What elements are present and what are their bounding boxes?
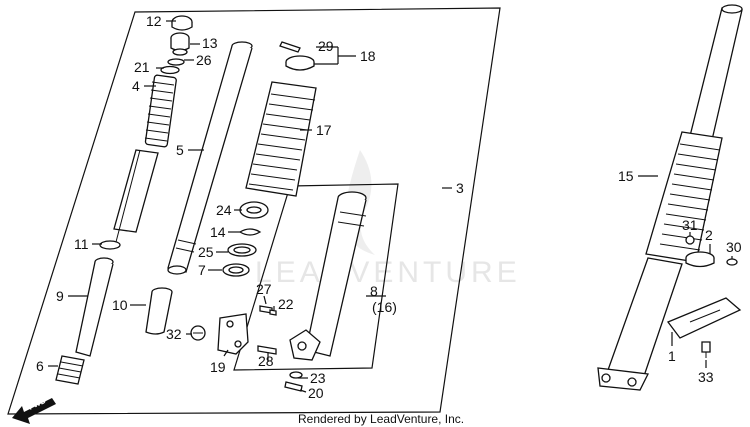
part-21-ring[interactable]	[160, 65, 180, 75]
callout-9: 9	[56, 288, 64, 304]
part-14-clip[interactable]	[238, 228, 262, 236]
leader-lines	[48, 20, 733, 393]
part-8-fork-slider[interactable]	[289, 191, 367, 361]
part-4-spring-body	[113, 149, 159, 233]
part-24-seal[interactable]	[239, 201, 269, 219]
part-32-bolt[interactable]	[190, 325, 206, 341]
credit-text: Rendered by LeadVenture, Inc.	[298, 412, 464, 426]
callout-3: 3	[456, 180, 464, 196]
spring-body-shade	[115, 149, 141, 243]
callout-8: 8	[370, 283, 378, 299]
callout-10: 10	[112, 297, 128, 313]
callout-labels: 12 13 26 21 4 5 29 18 17 24 14 25 7 11 9…	[36, 13, 742, 401]
part-13-bolt[interactable]	[170, 32, 190, 56]
callout-24: 24	[216, 202, 232, 218]
part-22-washer[interactable]	[269, 309, 277, 316]
part-1-bracket[interactable]	[666, 297, 742, 339]
callout-2: 2	[705, 227, 713, 243]
callout-13: 13	[202, 35, 218, 51]
part-2-band[interactable]	[685, 251, 715, 268]
callout-33: 33	[698, 369, 714, 385]
assembly-border	[7, 7, 501, 415]
part-18-clamp[interactable]	[285, 55, 315, 71]
callout-12: 12	[146, 13, 162, 29]
part-10-oil-lock-piece[interactable]	[145, 287, 173, 335]
callout-28: 28	[258, 353, 274, 369]
part-12-cap[interactable]	[171, 15, 193, 31]
part-7-washer[interactable]	[222, 263, 250, 277]
callout-7: 7	[198, 262, 206, 278]
callout-19: 19	[210, 359, 226, 375]
part-25-seal[interactable]	[227, 243, 257, 257]
callout-31: 31	[682, 217, 698, 233]
watermark-text: LEADVENTURE	[255, 256, 521, 289]
callout-8-qty: (16)	[372, 299, 397, 315]
sub-assembly-border	[233, 183, 399, 371]
callout-1: 1	[668, 348, 676, 364]
part-11-ring[interactable]	[99, 240, 121, 250]
part-30-nut[interactable]	[726, 258, 738, 266]
callout-20: 20	[308, 385, 324, 401]
callout-18: 18	[360, 48, 376, 64]
part-28-drain-bolt[interactable]	[257, 345, 277, 355]
part-17-fork-boot[interactable]	[245, 81, 317, 197]
callout-21: 21	[134, 59, 150, 75]
assembled-fork-view[interactable]	[597, 4, 743, 391]
part-26-ring[interactable]	[167, 58, 185, 66]
part-20-socket-bolt[interactable]	[284, 381, 303, 392]
callout-23: 23	[310, 370, 326, 386]
callout-27: 27	[256, 281, 272, 297]
callout-29: 29	[318, 38, 334, 54]
callout-4: 4	[132, 78, 140, 94]
part-33-bolt[interactable]	[701, 341, 711, 358]
callout-14: 14	[210, 224, 226, 240]
callout-32: 32	[166, 326, 182, 342]
part-29-screw[interactable]	[279, 41, 301, 53]
callout-30: 30	[726, 239, 742, 255]
part-23-washer[interactable]	[289, 371, 303, 379]
callout-17: 17	[316, 122, 332, 138]
callout-6: 6	[36, 358, 44, 374]
callout-5: 5	[176, 142, 184, 158]
callout-25: 25	[198, 244, 214, 260]
part-5-inner-tube[interactable]	[167, 41, 253, 275]
part-6-rebound-spring[interactable]	[55, 355, 85, 385]
part-9-damper-rod[interactable]	[75, 257, 114, 357]
part-19-axle-holder[interactable]	[217, 313, 249, 355]
callout-15: 15	[618, 168, 634, 184]
callout-22: 22	[278, 296, 294, 312]
callout-26: 26	[196, 52, 212, 68]
fwd-arrow: FWD	[12, 396, 56, 424]
callout-11: 11	[74, 236, 89, 252]
part-31-screw[interactable]	[685, 235, 695, 245]
part-4-spring[interactable]	[144, 74, 177, 148]
